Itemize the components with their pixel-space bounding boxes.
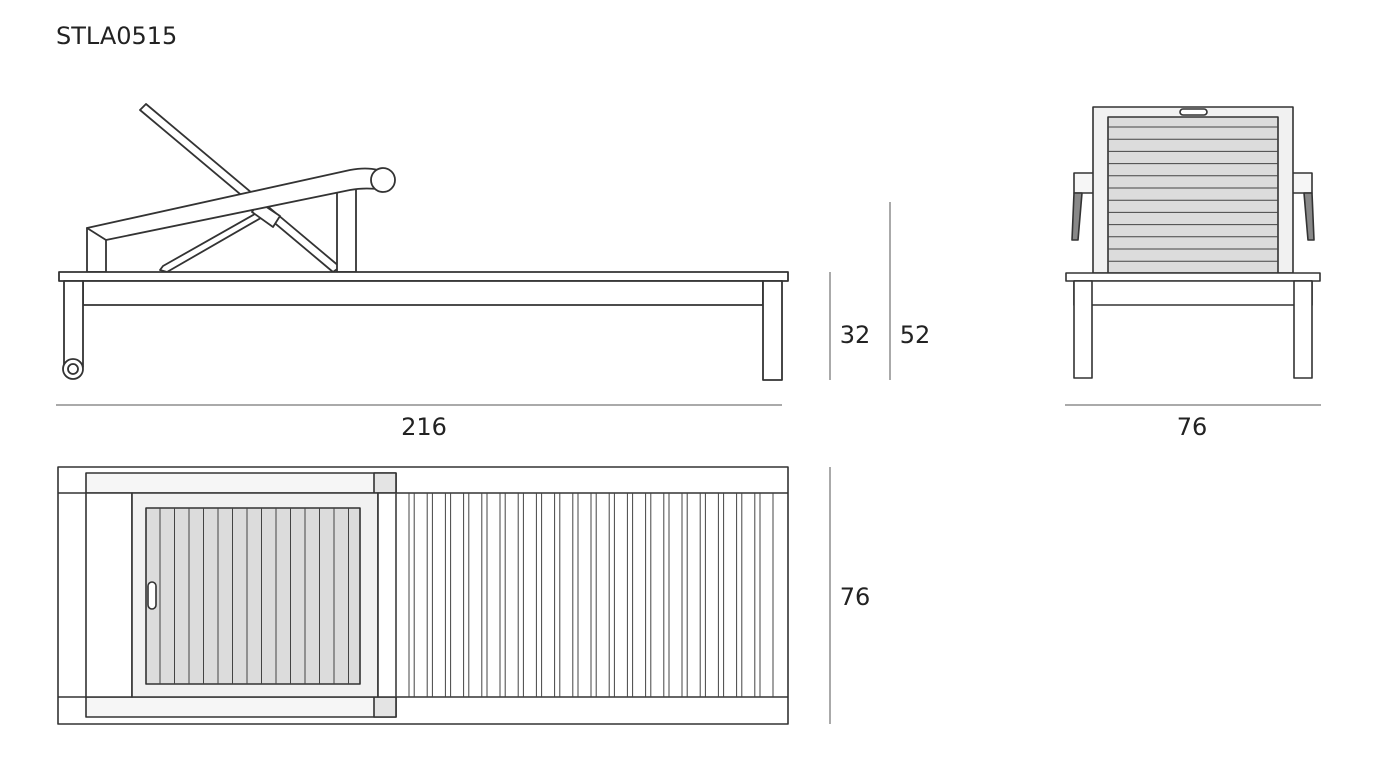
side-dimensions [56,202,891,406]
front-right-leg [1293,280,1313,379]
armrest-cap [370,167,396,193]
top-right-armrest [85,696,397,718]
top-backrest-slat-panel [145,507,361,685]
top-rear-support [377,492,397,698]
backrest-handle [1179,108,1208,116]
front-seat-rail [1065,272,1321,282]
top-view [57,466,789,725]
head-end-block [85,492,133,698]
front-leg [63,280,84,368]
side-view [58,103,789,381]
front-width-label: 76 [1177,413,1208,441]
top-left-armcap [373,472,397,494]
front-left-leg [1073,280,1093,379]
rear-leg [762,280,783,381]
left-armrest [1073,172,1095,194]
seat-height-label: 32 [840,321,871,349]
front-slat-lines [1108,126,1278,262]
right-armrest [1291,172,1313,194]
left-arm-bracket [1071,192,1083,241]
seat-top-rail [58,271,789,282]
top-slat-lines [159,493,774,697]
seat-side-rail [82,280,764,306]
right-arm-bracket [1303,192,1315,241]
top-width-label: 76 [840,583,871,611]
backrest-slat-panel [1107,116,1279,274]
top-backrest-handle [147,581,157,610]
top-right-armcap [373,696,397,718]
total-height-label: 52 [900,321,931,349]
wheel-hub [67,363,79,375]
front-apron [1073,280,1313,306]
product-code: STLA0515 [56,22,177,50]
length-label: 216 [401,413,447,441]
front-view [1065,106,1321,379]
rear-post [336,185,357,273]
top-left-armrest [85,472,397,494]
